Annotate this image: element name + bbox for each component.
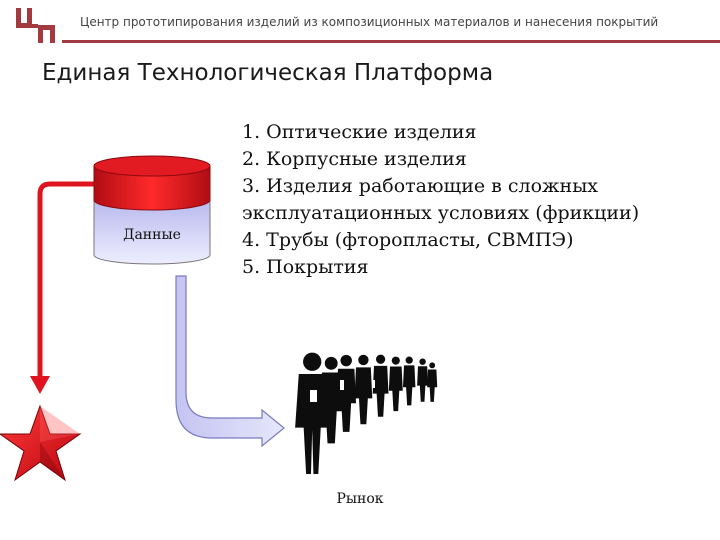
- product-list-item: 2. Корпусные изделия: [242, 148, 467, 170]
- business-people-silhouette-icon: [295, 352, 438, 474]
- market-arrow: [175, 275, 285, 448]
- database-cylinder-icon: [93, 155, 211, 265]
- header-divider: [62, 40, 720, 43]
- red-star-icon: [0, 404, 82, 482]
- market-label: Рынок: [336, 491, 384, 507]
- header-org-text: Центр прототипирования изделий из композ…: [80, 15, 659, 29]
- red-arrow: [30, 181, 96, 394]
- product-list-item: 5. Покрытия: [242, 256, 369, 278]
- product-list-item: 3. Изделия работающие в сложных: [242, 175, 599, 197]
- page-title: Единая Технологическая Платформа: [42, 60, 494, 86]
- product-list-item: эксплуатационных условиях (фрикции): [242, 202, 640, 224]
- product-list-item: 4. Трубы (фторопласты, СВМПЭ): [242, 229, 574, 251]
- product-list-item: 1. Оптические изделия: [242, 121, 477, 143]
- product-list: 1. Оптические изделия 2. Корпусные издел…: [242, 119, 639, 281]
- database-label: Данные: [123, 227, 181, 243]
- logo-icon: [16, 8, 55, 43]
